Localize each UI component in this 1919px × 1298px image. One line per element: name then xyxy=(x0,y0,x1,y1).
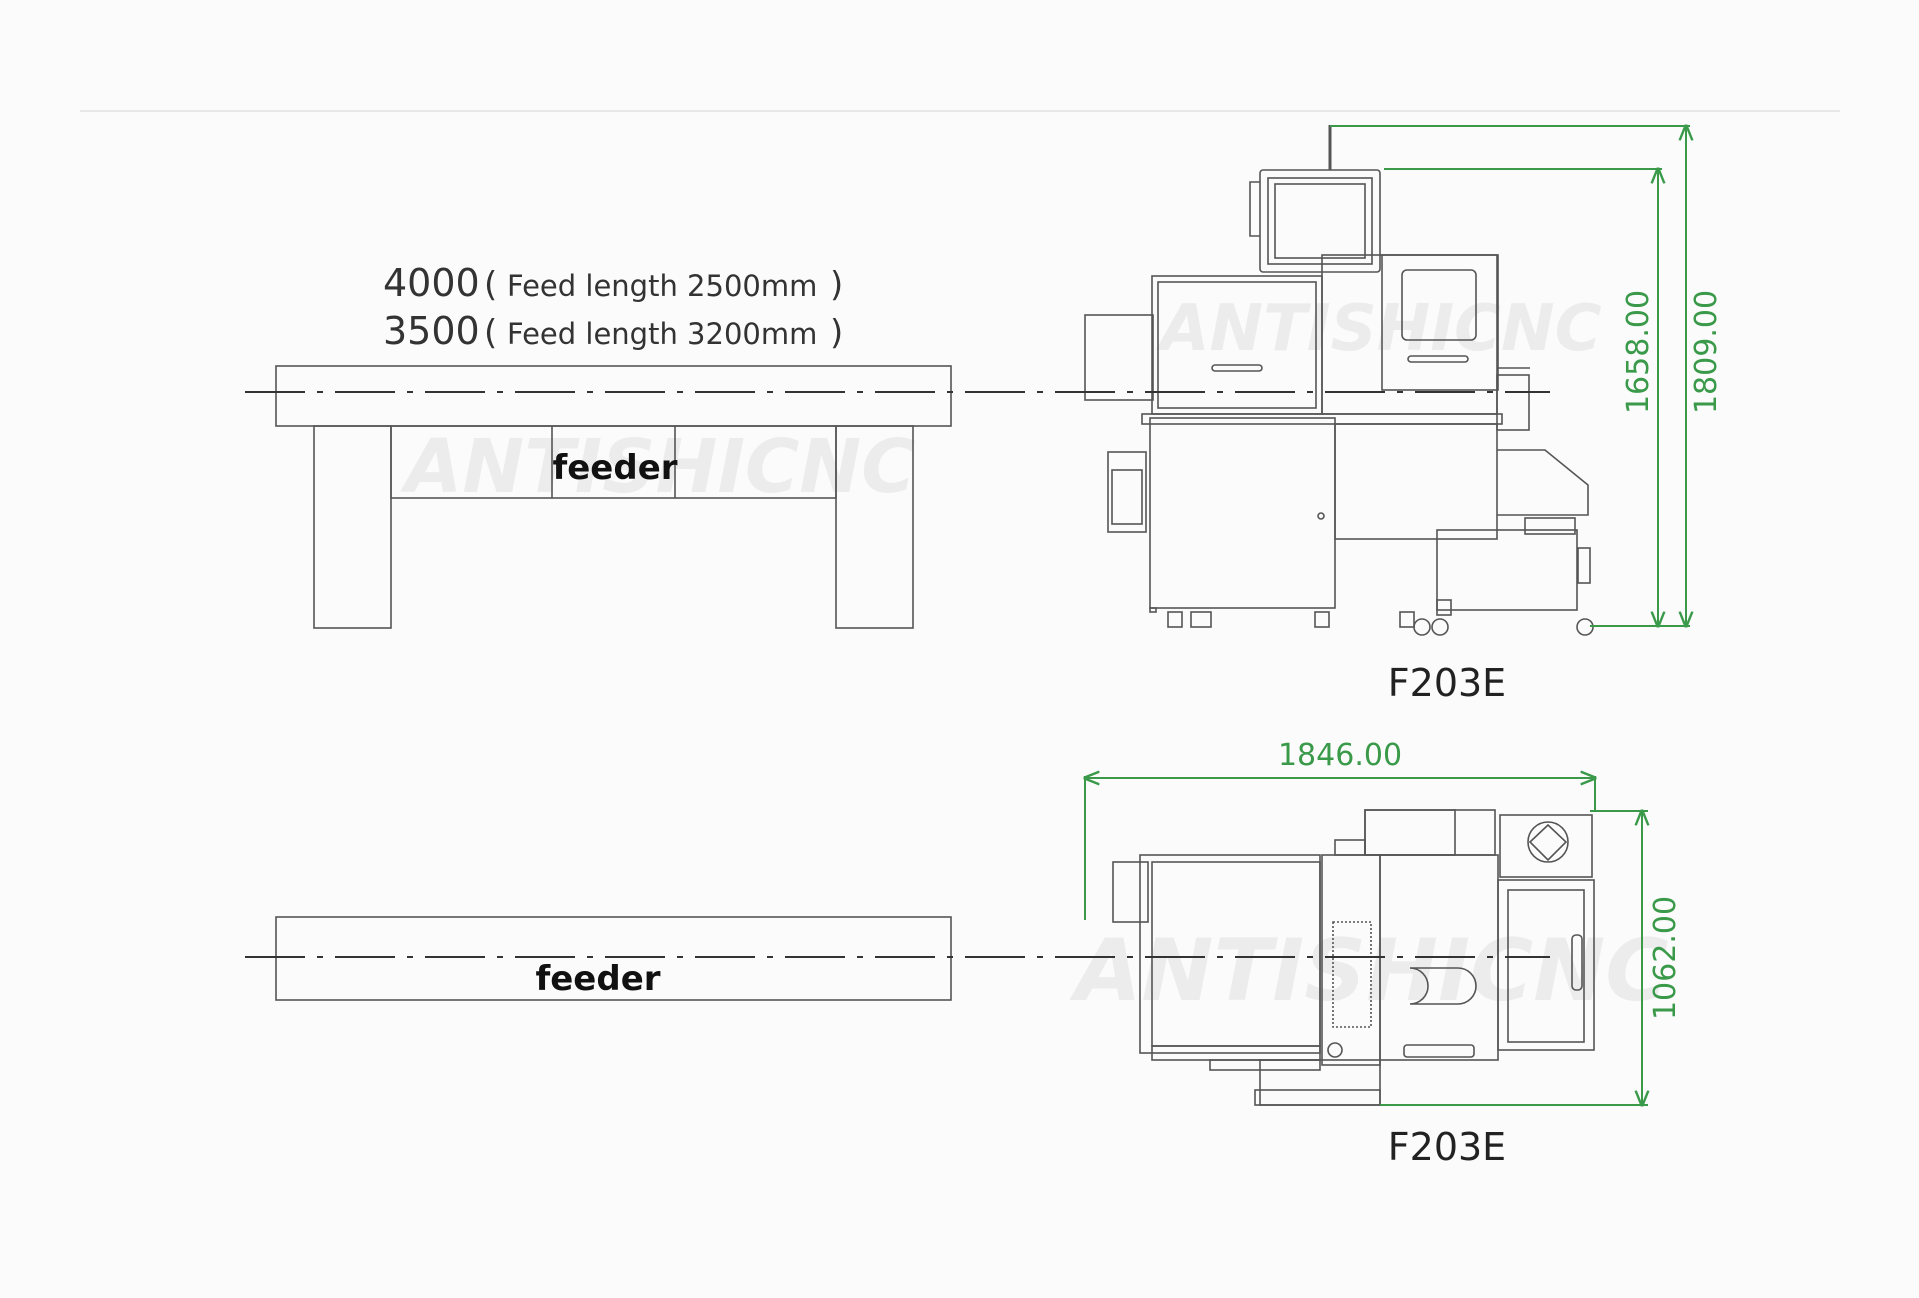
side-model-label: F203E xyxy=(1388,661,1506,705)
side-dimensions xyxy=(1330,126,1690,626)
top-dimensions xyxy=(1085,776,1648,1105)
spec-line2-note: Feed length 3200mm xyxy=(507,317,817,351)
watermark-group: ANTISHICNC ANTISHICNC ANTISHICNC xyxy=(400,292,1668,1021)
dim-label-1846: 1846.00 xyxy=(1278,738,1402,773)
dim-label-1062: 1062.00 xyxy=(1648,896,1683,1020)
watermark-side-feeder: ANTISHICNC xyxy=(400,424,916,510)
top-feeder-body xyxy=(275,916,952,1001)
spec-line1-open: ( xyxy=(484,265,497,305)
top-feeder-label: feeder xyxy=(535,959,660,999)
side-feeder-top xyxy=(275,365,952,427)
spec-line1-note: Feed length 2500mm xyxy=(507,269,817,303)
top-model-label: F203E xyxy=(1388,1125,1506,1169)
side-feeder-leg-left xyxy=(313,425,392,629)
spec-line1-value: 4000 xyxy=(383,261,480,305)
dim-label-1809: 1809.00 xyxy=(1689,290,1724,414)
side-feeder-leg-right xyxy=(835,425,914,629)
side-machine-spindle-box xyxy=(1084,314,1154,401)
top-view xyxy=(275,809,1595,1106)
spec-line2-open: ( xyxy=(484,313,497,353)
top-machine-right-block xyxy=(1497,879,1595,1051)
top-machine-right-motor xyxy=(1499,814,1593,878)
watermark-top-machine: ANTISHICNC xyxy=(1069,921,1668,1021)
top-machine-upper-block xyxy=(1364,809,1496,856)
top-machine-grille xyxy=(1332,921,1372,1028)
spec-line2-close: ) xyxy=(830,313,843,353)
spec-line2-value: 3500 xyxy=(383,309,480,353)
side-view xyxy=(275,125,1594,636)
side-machine-controller xyxy=(1259,169,1381,273)
side-machine-tray xyxy=(1436,529,1578,611)
spec-line1-close: ) xyxy=(830,265,843,305)
side-feeder-label: feeder xyxy=(552,448,677,488)
feeder-spec: 4000 ( Feed length 2500mm ) 3500 ( Feed … xyxy=(383,261,843,353)
side-machine-motor xyxy=(1107,451,1147,533)
side-machine-base-right xyxy=(1334,423,1498,540)
watermark-side-machine: ANTISHICNC xyxy=(1155,292,1602,366)
side-machine-base-left xyxy=(1149,417,1336,609)
dim-label-1658: 1658.00 xyxy=(1621,290,1656,414)
side-feeder-beam xyxy=(390,425,837,499)
